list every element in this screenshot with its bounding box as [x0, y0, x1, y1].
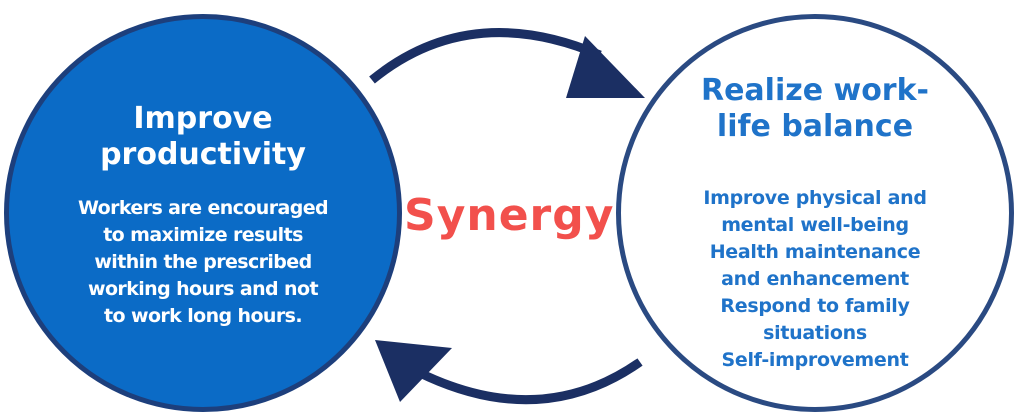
productivity-description: Workers are encouraged to maximize resul…	[77, 197, 329, 327]
productivity-circle: Improve productivity Workers are encoura…	[4, 14, 402, 412]
top-arrow-head	[566, 36, 645, 98]
synergy-label: Synergy	[404, 190, 615, 241]
work-life-balance-list: Improve physical and mental well-being H…	[703, 187, 927, 371]
bottom-arrow-arc	[416, 358, 643, 405]
bottom-arrow-head	[375, 340, 452, 402]
work-life-balance-circle: Realize work- life balance Improve physi…	[616, 14, 1014, 412]
productivity-title: Improve productivity	[100, 101, 306, 172]
top-arrow-arc	[369, 28, 602, 84]
work-life-balance-title: Realize work- life balance	[700, 73, 930, 144]
